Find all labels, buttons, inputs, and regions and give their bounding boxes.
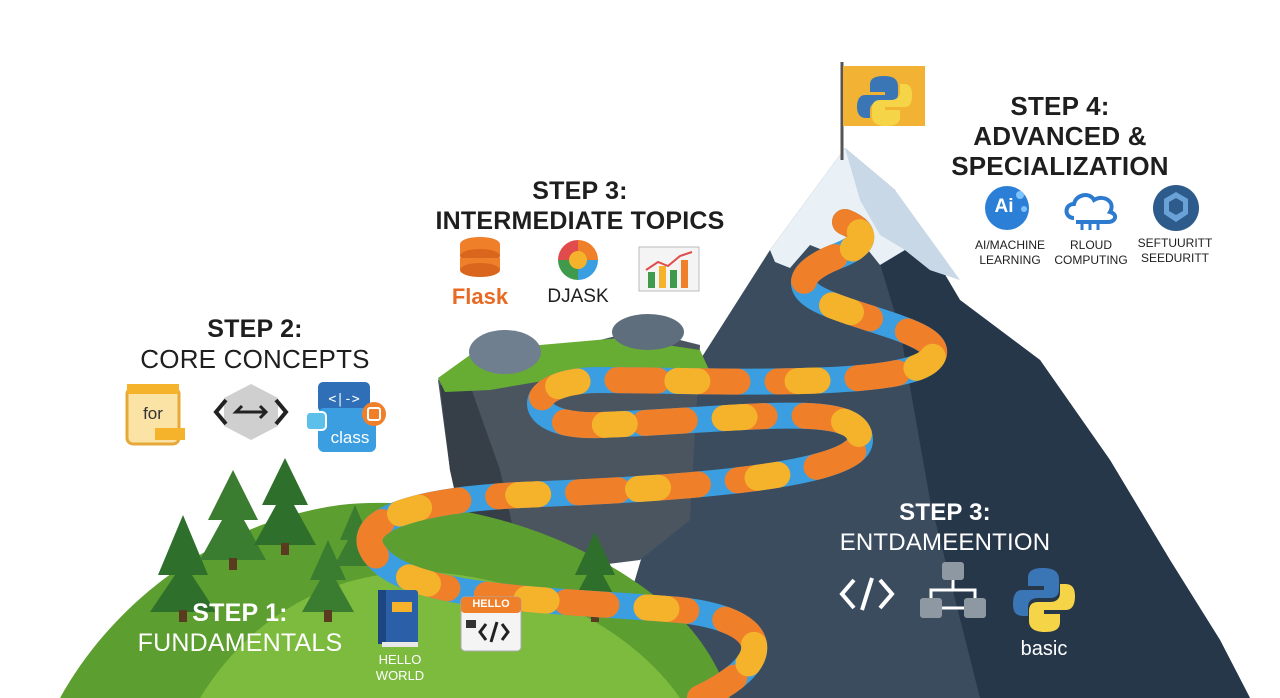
mountain-shadow bbox=[845, 148, 1250, 698]
cloud-label: RLOUD COMPUTING bbox=[1045, 238, 1137, 268]
djask-label: DJASK bbox=[547, 286, 609, 307]
hello-badge-text: HELLO bbox=[472, 598, 510, 610]
security-label-line1: SEFTUURITT bbox=[1137, 236, 1213, 250]
book-icon bbox=[376, 588, 422, 648]
flask-label: Flask bbox=[451, 284, 509, 309]
class-icon: <|-> class bbox=[304, 382, 388, 456]
for-loop-icon: for bbox=[125, 382, 187, 448]
step3-intermediate-title: STEP 3: INTERMEDIATE TOPICS bbox=[410, 176, 750, 236]
for-text: for bbox=[143, 404, 163, 423]
ai-icon: Ai bbox=[984, 185, 1030, 231]
ai-label: AI/MACHINE LEARNING bbox=[960, 238, 1060, 268]
svg-text:<|->: <|-> bbox=[328, 392, 359, 407]
database-icon bbox=[458, 236, 502, 284]
step3a-line2: INTERMEDIATE TOPICS bbox=[435, 207, 725, 235]
mountain-snow-shade bbox=[845, 148, 960, 280]
step3-entdameention-title: STEP 3: ENTDAMEENTION bbox=[825, 498, 1065, 558]
step3b-line1: STEP 3: bbox=[899, 499, 991, 526]
security-icon bbox=[1152, 184, 1200, 232]
step4-line1: STEP 4: bbox=[1010, 91, 1110, 121]
security-label-line2: SEEDURITT bbox=[1140, 251, 1209, 265]
code-brackets-icon bbox=[838, 572, 896, 616]
step4-title: STEP 4: ADVANCED & SPECIALIZATION bbox=[940, 91, 1180, 182]
step2-line2: CORE CONCEPTS bbox=[140, 344, 370, 374]
step3b-line2: ENTDAMEENTION bbox=[839, 529, 1051, 556]
cliff-face-shade bbox=[440, 385, 520, 560]
django-icon bbox=[556, 238, 600, 282]
step3a-line1: STEP 3: bbox=[532, 177, 628, 205]
winding-path bbox=[356, 209, 947, 698]
ai-label-line2: LEARNING bbox=[979, 253, 1041, 267]
cloud-icon bbox=[1060, 188, 1120, 232]
hello-world-label: HELLO WORLD bbox=[360, 652, 440, 684]
flag-python-icon bbox=[857, 76, 912, 126]
boulder-1 bbox=[469, 330, 541, 374]
step4-line2: ADVANCED & bbox=[973, 120, 1147, 151]
tree-1 bbox=[150, 515, 216, 622]
tree-2 bbox=[200, 470, 266, 570]
hello-world-line2: WORLD bbox=[375, 668, 425, 683]
ai-label-line1: AI/MACHINE bbox=[974, 238, 1045, 252]
hello-world-line1: HELLO bbox=[378, 652, 422, 667]
tree-3 bbox=[254, 458, 316, 555]
boulder-2 bbox=[612, 314, 684, 350]
step2-title: STEP 2: CORE CONCEPTS bbox=[130, 314, 380, 374]
basic-label: basic bbox=[1020, 638, 1068, 660]
python-icon bbox=[1012, 566, 1076, 634]
cloud-label-line2: COMPUTING bbox=[1054, 253, 1128, 267]
cloud-label-line1: RLOUD bbox=[1069, 238, 1112, 252]
step1-line2: FUNDAMENTALS bbox=[137, 629, 343, 657]
security-label: SEFTUURITT SEEDURITT bbox=[1125, 236, 1225, 266]
class-text: class bbox=[330, 428, 370, 447]
tree-4 bbox=[302, 540, 354, 622]
step1-title: STEP 1: FUNDAMENTALS bbox=[120, 598, 360, 658]
network-icon bbox=[916, 560, 990, 622]
step2-line1: STEP 2: bbox=[207, 315, 303, 343]
function-arrows-icon bbox=[212, 382, 290, 442]
ai-badge-text: Ai bbox=[994, 196, 1014, 217]
step4-line3: SPECIALIZATION bbox=[951, 150, 1169, 181]
hello-code-window-icon: HELLO bbox=[460, 596, 522, 652]
step1-line1: STEP 1: bbox=[192, 599, 288, 627]
chart-icon bbox=[638, 246, 700, 292]
